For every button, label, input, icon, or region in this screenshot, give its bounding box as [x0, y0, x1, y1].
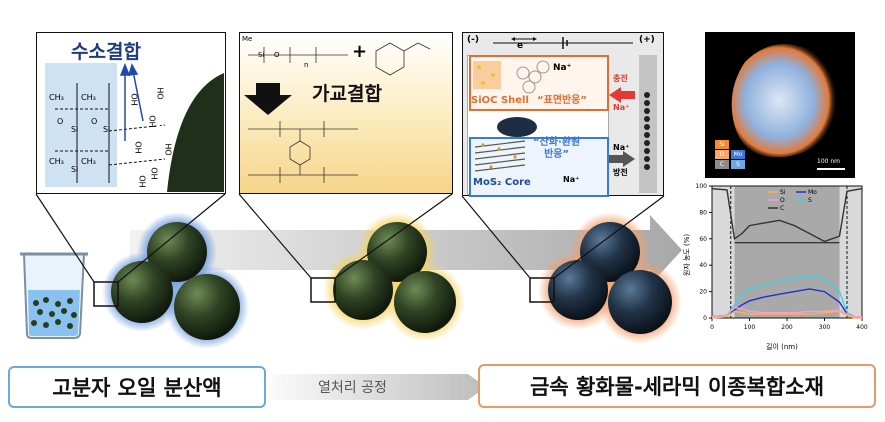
hydrogen-bond-illustration [45, 62, 224, 192]
electron-label: e⁻ [517, 41, 528, 51]
hydroxyl-group: HO [130, 93, 140, 106]
y-tick-label: 80 [699, 209, 707, 216]
charge-label: 충전 [613, 74, 628, 83]
particles-crosslinked [310, 212, 465, 342]
hydrogen-bond-title: 수소결합 [71, 41, 141, 63]
y-axis-label: 원자 농도 (%) [683, 233, 692, 277]
crosslink-panel: Me Si O n + 가교결합 [239, 32, 453, 194]
process-label-arrow-shape [272, 374, 486, 400]
x-tick-label: 100 [744, 324, 756, 331]
legend-s: S [731, 160, 745, 169]
legend-mo: Mo [731, 150, 745, 159]
ch3-group: CH₃ [49, 157, 64, 166]
sodium-ion-label: Na⁺ [553, 63, 572, 73]
hydrogen-bond-panel: 수소결합 CH₃ CH₃ CH₃ CH₃ HO HO HO HO HO OH O… [36, 32, 226, 194]
edx-legend: Si O Mo C S [715, 140, 759, 169]
series-c [711, 187, 863, 243]
si-atom: Si [71, 125, 79, 134]
x-axis-label: 길이 (nm) [766, 343, 798, 351]
y-tick-label: 40 [699, 262, 707, 269]
series-o [711, 306, 862, 318]
legend-o: O [715, 150, 729, 159]
series-s [711, 275, 862, 318]
legend-label-c: C [780, 205, 784, 212]
edx-map: Si O Mo C S 100 nm [705, 32, 855, 178]
crosslink-illustration [244, 42, 431, 183]
x-tick-label: 200 [781, 324, 793, 331]
crosslink-title: 가교결합 [312, 83, 382, 105]
sodium-ion-label: Na⁺ [613, 143, 630, 152]
legend-label-s: S [808, 197, 812, 204]
methyl-label: Me [242, 35, 253, 43]
legend-label-o: O [780, 197, 785, 204]
beaker [20, 252, 88, 339]
sodium-ion-label: Na⁺ [563, 175, 580, 184]
dispersion-label: 고분자 오일 분산액 [8, 366, 266, 408]
legend-label-si: Si [780, 189, 786, 196]
shell-label: SiOC Shell [471, 95, 529, 106]
legend-c: C [715, 160, 729, 169]
series-si [711, 310, 862, 319]
si-atom: Si [103, 125, 111, 134]
y-tick-label: 100 [696, 183, 708, 190]
y-tick-label: 0 [703, 315, 707, 322]
sodium-ion-label: Na⁺ [613, 103, 630, 112]
scale-bar-label: 100 nm [817, 158, 841, 165]
hydroxyl-group: HO [134, 141, 144, 154]
series-mo [711, 288, 862, 318]
ch3-group: CH₃ [81, 93, 96, 102]
anode-terminal: (-) [467, 35, 479, 45]
discharge-label: 방전 [613, 168, 628, 177]
core-label: MoS₂ Core [473, 177, 531, 188]
y-tick-label: 60 [699, 236, 707, 243]
x-tick-label: 0 [710, 324, 714, 331]
x-tick-label: 300 [819, 324, 831, 331]
edx-particle [731, 44, 845, 170]
particles-polymer [93, 212, 249, 349]
heat-treatment-label: 열처리 공정 [318, 380, 387, 396]
silicon-label: Si [258, 51, 265, 59]
mechanism-panel: (-) (+) e⁻ Na⁺ SiOC Shell “표면반응” 충전 Na⁺ … [462, 32, 664, 197]
x-tick-label: 400 [856, 324, 868, 331]
legend-si: Si [715, 140, 729, 149]
hydroxyl-group: OH [164, 143, 174, 156]
repeat-n-label: n [304, 61, 309, 69]
composite-label: 금속 황화물-세라믹 이종복합소재 [478, 364, 876, 408]
y-tick-label: 20 [699, 289, 707, 296]
redox-label: “산화·환원 반응” [533, 137, 581, 160]
particles-composite [529, 212, 682, 344]
legend-label-mo: Mo [808, 189, 817, 196]
hydroxyl-group: HO [138, 175, 148, 188]
ch3-group: CH₃ [81, 157, 96, 166]
mechanism-illustration [473, 37, 657, 193]
surface-reaction-label: “표면반응” [537, 95, 587, 106]
cathode-terminal: (+) [639, 35, 655, 45]
oxygen-atom: O [91, 117, 98, 126]
si-atom: Si [71, 165, 79, 174]
oxygen-atom: O [57, 117, 64, 126]
stem-particle [734, 186, 840, 318]
oxygen-label: O [274, 51, 280, 59]
hydroxyl-group: HO [150, 167, 160, 180]
ch3-group: CH₃ [49, 93, 64, 102]
plus-sign: + [352, 41, 368, 62]
process-label-arrow: 열처리 공정 [272, 370, 486, 404]
